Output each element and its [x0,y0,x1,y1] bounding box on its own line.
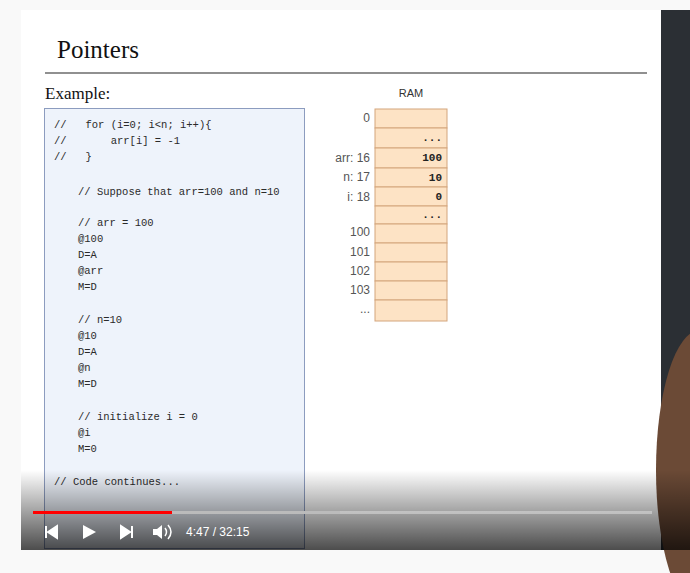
code-line: // arr = 100 [78,216,154,230]
slide-ground [21,10,690,550]
address-label: ... [300,302,370,316]
address-label: 102 [300,264,370,278]
progress-buffer [33,511,340,514]
address-label: 101 [300,245,370,259]
address-label: n: 17 [300,170,370,184]
code-line: // } [54,150,92,164]
volume-icon [153,525,162,539]
cell-value: 0 [435,191,442,203]
cell-value: 10 [429,172,442,184]
code-line: @100 [78,232,103,246]
code-line: @10 [78,329,97,343]
ram-cells [375,109,447,321]
code-line: @arr [78,264,103,278]
cell-value: ... [422,209,442,221]
code-line: // arr[i] = -1 [54,134,180,148]
code-line: D=A [78,248,97,262]
address-label: arr: 16 [300,151,370,165]
ram-heading: RAM [375,87,447,99]
example-label: Example: [45,84,110,104]
code-line: M=0 [78,442,97,456]
code-line: // n=10 [78,313,122,327]
code-line: M=D [78,377,97,391]
slide-title: Pointers [57,36,139,64]
memory-cell: 0 [375,187,447,206]
next-icon [121,526,132,538]
cell-value: 100 [422,152,442,164]
memory-cell: ... [375,128,447,148]
control-shade [21,470,690,550]
title-rule [45,72,647,73]
code-line: D=A [78,345,97,359]
code-line: // Suppose that arr=100 and n=10 [78,185,280,199]
play-icon [83,525,96,539]
address-label: 103 [300,283,370,297]
code-line: @i [78,426,91,440]
address-label: i: 18 [300,190,370,204]
code-line: @n [78,361,91,375]
memory-cell: 100 [375,148,447,168]
time-readout: 4:47 / 32:15 [186,525,249,539]
progress-track [33,511,652,514]
memory-cell: ... [375,206,447,224]
code-line: M=D [78,280,97,294]
address-label: 0 [300,111,370,125]
progress-played [33,511,172,514]
memory-cell: 10 [375,168,447,187]
code-line: // initialize i = 0 [78,410,198,424]
ram-column: RAM...100100... [375,109,447,321]
prev-icon [46,526,57,538]
code-line: // for (i=0; i<n; i++){ [54,118,212,132]
address-label: 100 [300,225,370,239]
volume-waves [165,525,171,539]
cell-value: ... [422,132,442,144]
